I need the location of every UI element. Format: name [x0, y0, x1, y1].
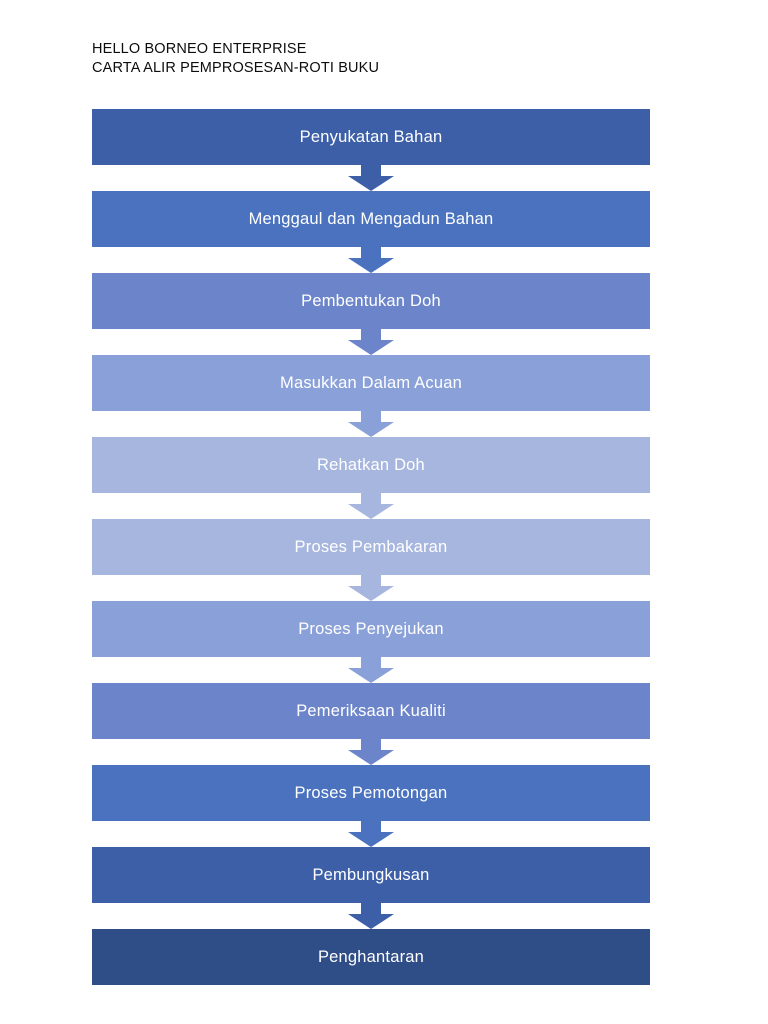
flow-step-label: Menggaul dan Mengadun Bahan: [248, 210, 494, 228]
flow-step-label: Masukkan Dalam Acuan: [280, 374, 462, 392]
flow-connector: [92, 493, 650, 519]
flow-connector: [92, 329, 650, 355]
chart-title: CARTA ALIR PEMPROSESAN-ROTI BUKU: [92, 60, 380, 76]
flow-connector: [92, 411, 650, 437]
flow-step-label: Pembentukan Doh: [301, 292, 441, 310]
flow-step-4[interactable]: Masukkan Dalam Acuan: [92, 355, 650, 411]
flow-connector: [92, 247, 650, 273]
arrow-down-icon: [348, 411, 394, 437]
flow-step-1[interactable]: Penyukatan Bahan: [92, 109, 650, 165]
flow-connector: [92, 739, 650, 765]
flow-step-9[interactable]: Proses Pemotongan: [92, 765, 650, 821]
flow-connector: [92, 903, 650, 929]
company-name: HELLO BORNEO ENTERPRISE: [92, 41, 307, 57]
arrow-down-icon: [348, 657, 394, 683]
flow-connector: [92, 657, 650, 683]
flow-step-label: Penyukatan Bahan: [299, 128, 443, 146]
flow-step-7[interactable]: Proses Penyejukan: [92, 601, 650, 657]
flow-step-label: Proses Penyejukan: [298, 620, 444, 638]
flow-step-label: Proses Pembakaran: [294, 538, 448, 556]
arrow-down-icon: [348, 903, 394, 929]
flow-step-label: Pembungkusan: [312, 866, 430, 884]
flow-step-2[interactable]: Menggaul dan Mengadun Bahan: [92, 191, 650, 247]
flow-step-label: Pemeriksaan Kualiti: [296, 702, 446, 720]
flow-step-10[interactable]: Pembungkusan: [92, 847, 650, 903]
chart-header: HELLO BORNEO ENTERPRISE CARTA ALIR PEMPR…: [92, 40, 652, 78]
flow-connector: [92, 165, 650, 191]
flow-step-label: Penghantaran: [317, 948, 425, 966]
arrow-down-icon: [348, 575, 394, 601]
flow-step-label: Proses Pemotongan: [294, 784, 448, 802]
flow-step-8[interactable]: Pemeriksaan Kualiti: [92, 683, 650, 739]
flow-step-3[interactable]: Pembentukan Doh: [92, 273, 650, 329]
arrow-down-icon: [348, 493, 394, 519]
flow-step-5[interactable]: Rehatkan Doh: [92, 437, 650, 493]
flow-step-6[interactable]: Proses Pembakaran: [92, 519, 650, 575]
flow-step-label: Rehatkan Doh: [317, 456, 425, 474]
arrow-down-icon: [348, 329, 394, 355]
flow-step-11[interactable]: Penghantaran: [92, 929, 650, 985]
arrow-down-icon: [348, 821, 394, 847]
arrow-down-icon: [348, 165, 394, 191]
arrow-down-icon: [348, 247, 394, 273]
flow-connector: [92, 575, 650, 601]
flow-connector: [92, 821, 650, 847]
arrow-down-icon: [348, 739, 394, 765]
